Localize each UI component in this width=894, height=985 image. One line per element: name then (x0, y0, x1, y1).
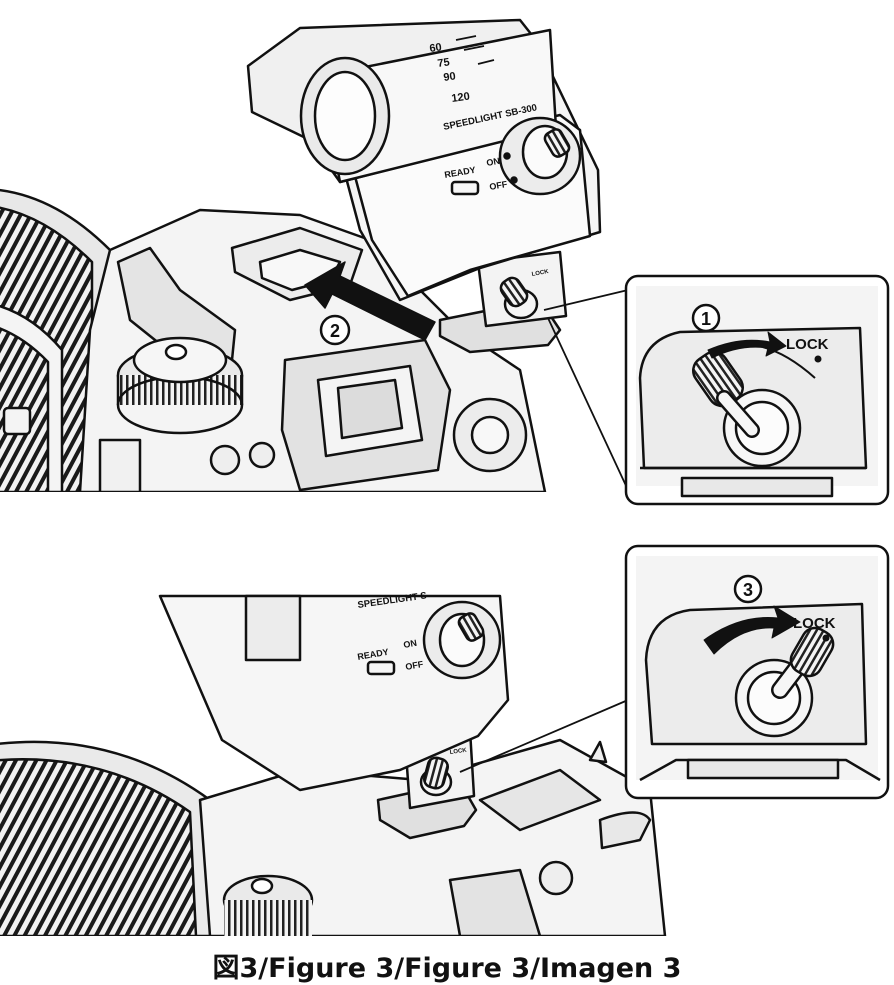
ready-lamp (450, 180, 480, 196)
off-label-bottom: OFF (405, 659, 425, 672)
lock-label-detail-1: LOCK (786, 336, 829, 353)
insertion-arrow (304, 261, 436, 341)
zoom-mark-75: 75 (437, 56, 451, 70)
camera-lens (0, 188, 112, 492)
lock-direction-arrow-3 (703, 605, 801, 655)
step-1-badge: 1 (691, 303, 721, 333)
lens-switch (2, 406, 32, 436)
mode-dial (116, 336, 244, 435)
detail-inset-step-3 (624, 544, 890, 800)
bottom-scene (0, 594, 667, 936)
step-3-number: 3 (743, 580, 753, 600)
speedlight-flash-top (246, 18, 602, 354)
lock-label-small-bottom: LOCK (449, 748, 467, 756)
viewfinder-eyecup (280, 338, 452, 492)
camera-lens-bottom (0, 740, 222, 936)
zoom-mark-120: 120 (451, 91, 471, 105)
lock-lever-small-bottom (419, 756, 453, 797)
on-label: ON (486, 156, 501, 168)
zoom-mark-60: 60 (429, 41, 443, 55)
on-label-bottom: ON (403, 638, 418, 650)
detail-inset-step-1 (624, 274, 890, 506)
step-3-badge: 3 (733, 574, 763, 604)
lock-direction-arrow-1 (707, 331, 787, 359)
camera-body-bottom (198, 738, 667, 936)
speedlight-flash-bottom (158, 594, 510, 840)
camera-body (78, 208, 547, 492)
lock-label-small: LOCK (531, 269, 549, 278)
lock-lever-small (499, 276, 539, 320)
off-label: OFF (489, 179, 509, 192)
figure-caption: 図3/Figure 3/Figure 3/Imagen 3 (212, 953, 682, 984)
power-switch (498, 116, 582, 196)
step-2-badge: 2 (319, 314, 351, 346)
top-scene (0, 18, 629, 492)
step-1-number: 1 (701, 309, 711, 329)
step-2-number: 2 (330, 321, 340, 341)
lock-label-detail-3: LOCK (793, 615, 836, 632)
zoom-mark-90: 90 (443, 70, 457, 84)
